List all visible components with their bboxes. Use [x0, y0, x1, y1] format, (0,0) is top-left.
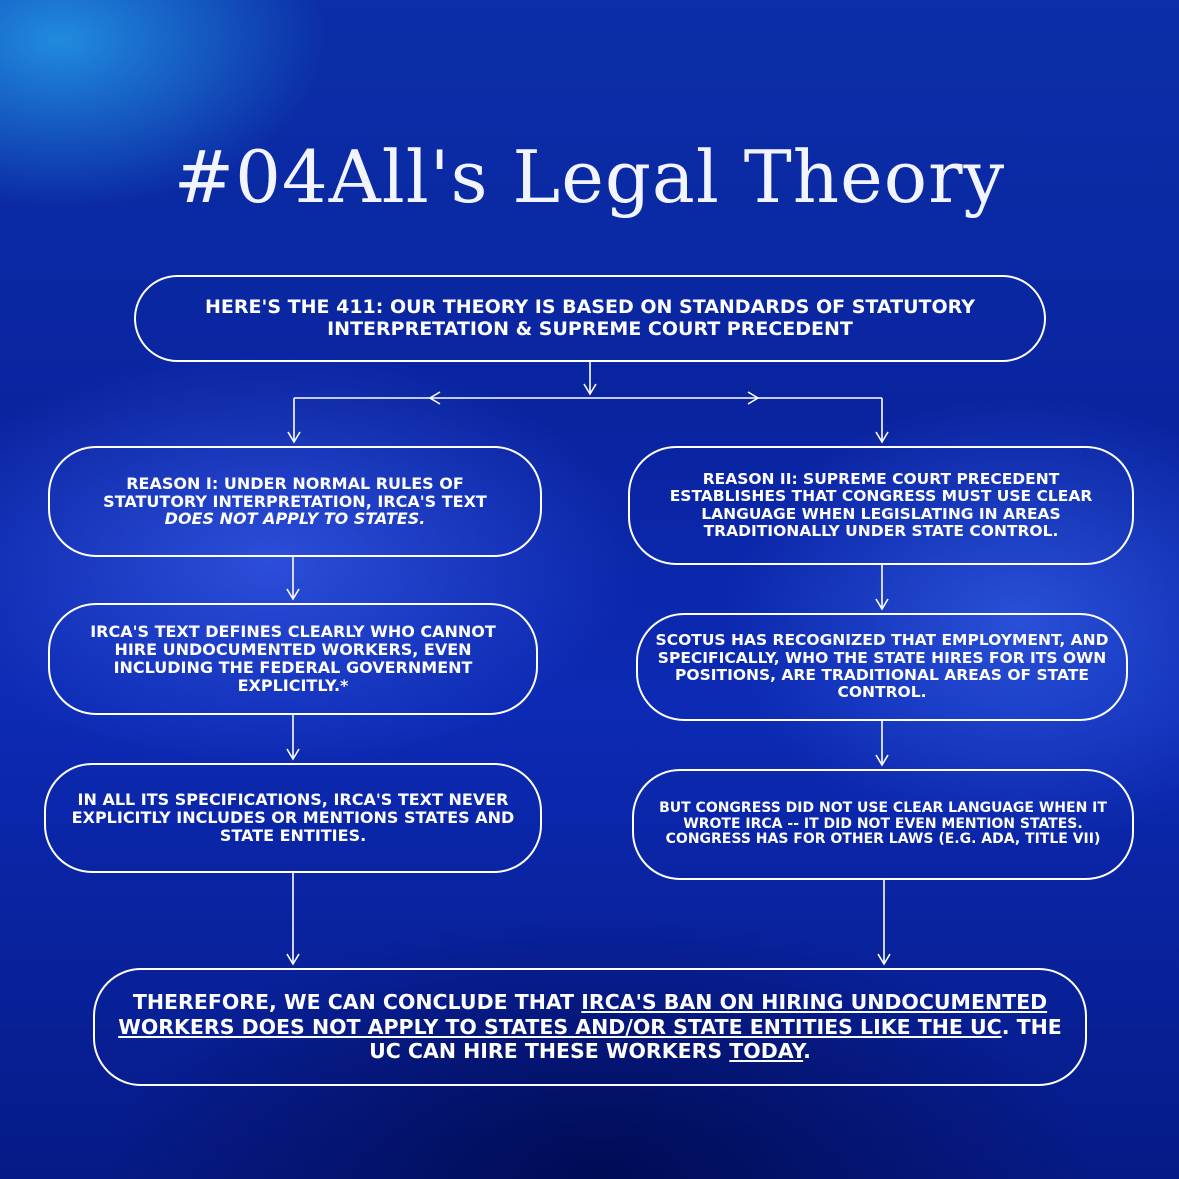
- intro-box: HERE'S THE 411: OUR THEORY IS BASED ON S…: [134, 275, 1046, 362]
- reason-i-main: REASON I: UNDER NORMAL RULES OF STATUTOR…: [103, 473, 487, 511]
- reason-ii-box: REASON II: SUPREME COURT PRECEDENT ESTAB…: [628, 446, 1134, 565]
- conclusion-part3: . THE UC CAN HIRE THESE WORKERS: [369, 1014, 1062, 1064]
- left-step3-box: IN ALL ITS SPECIFICATIONS, IRCA'S TEXT N…: [44, 763, 542, 873]
- left-step2-box: IRCA'S TEXT DEFINES CLEARLY WHO CANNOT H…: [48, 603, 538, 715]
- reason-ii-text: REASON II: SUPREME COURT PRECEDENT ESTAB…: [669, 469, 1093, 540]
- right-step3-text: BUT CONGRESS DID NOT USE CLEAR LANGUAGE …: [659, 799, 1107, 848]
- page-title: #04All's Legal Theory: [173, 135, 1006, 219]
- conclusion-part5: .: [803, 1039, 811, 1064]
- intro-text: HERE'S THE 411: OUR THEORY IS BASED ON S…: [205, 296, 975, 340]
- reason-i-box: REASON I: UNDER NORMAL RULES OF STATUTOR…: [48, 446, 542, 557]
- reason-i-emphasis: DOES NOT APPLY TO STATES.: [164, 509, 426, 529]
- left-step2-text: IRCA'S TEXT DEFINES CLEARLY WHO CANNOT H…: [90, 622, 496, 695]
- conclusion-box: THEREFORE, WE CAN CONCLUDE THAT IRCA'S B…: [93, 968, 1087, 1086]
- right-step2-box: SCOTUS HAS RECOGNIZED THAT EMPLOYMENT, A…: [636, 613, 1128, 721]
- right-step2-text: SCOTUS HAS RECOGNIZED THAT EMPLOYMENT, A…: [655, 631, 1109, 702]
- left-step3-text: IN ALL ITS SPECIFICATIONS, IRCA'S TEXT N…: [71, 790, 515, 845]
- right-step3-box: BUT CONGRESS DID NOT USE CLEAR LANGUAGE …: [632, 769, 1134, 880]
- conclusion-part1: THEREFORE, WE CAN CONCLUDE THAT: [132, 990, 575, 1015]
- conclusion-text: THEREFORE, WE CAN CONCLUDE THAT IRCA'S B…: [111, 990, 1069, 1064]
- conclusion-underlined-claim: IRCA'S BAN ON HIRING UNDOCUMENTED WORKER…: [118, 990, 1048, 1039]
- reason-i-text: REASON I: UNDER NORMAL RULES OF STATUTOR…: [84, 473, 506, 529]
- conclusion-underlined-today: TODAY: [729, 1039, 804, 1064]
